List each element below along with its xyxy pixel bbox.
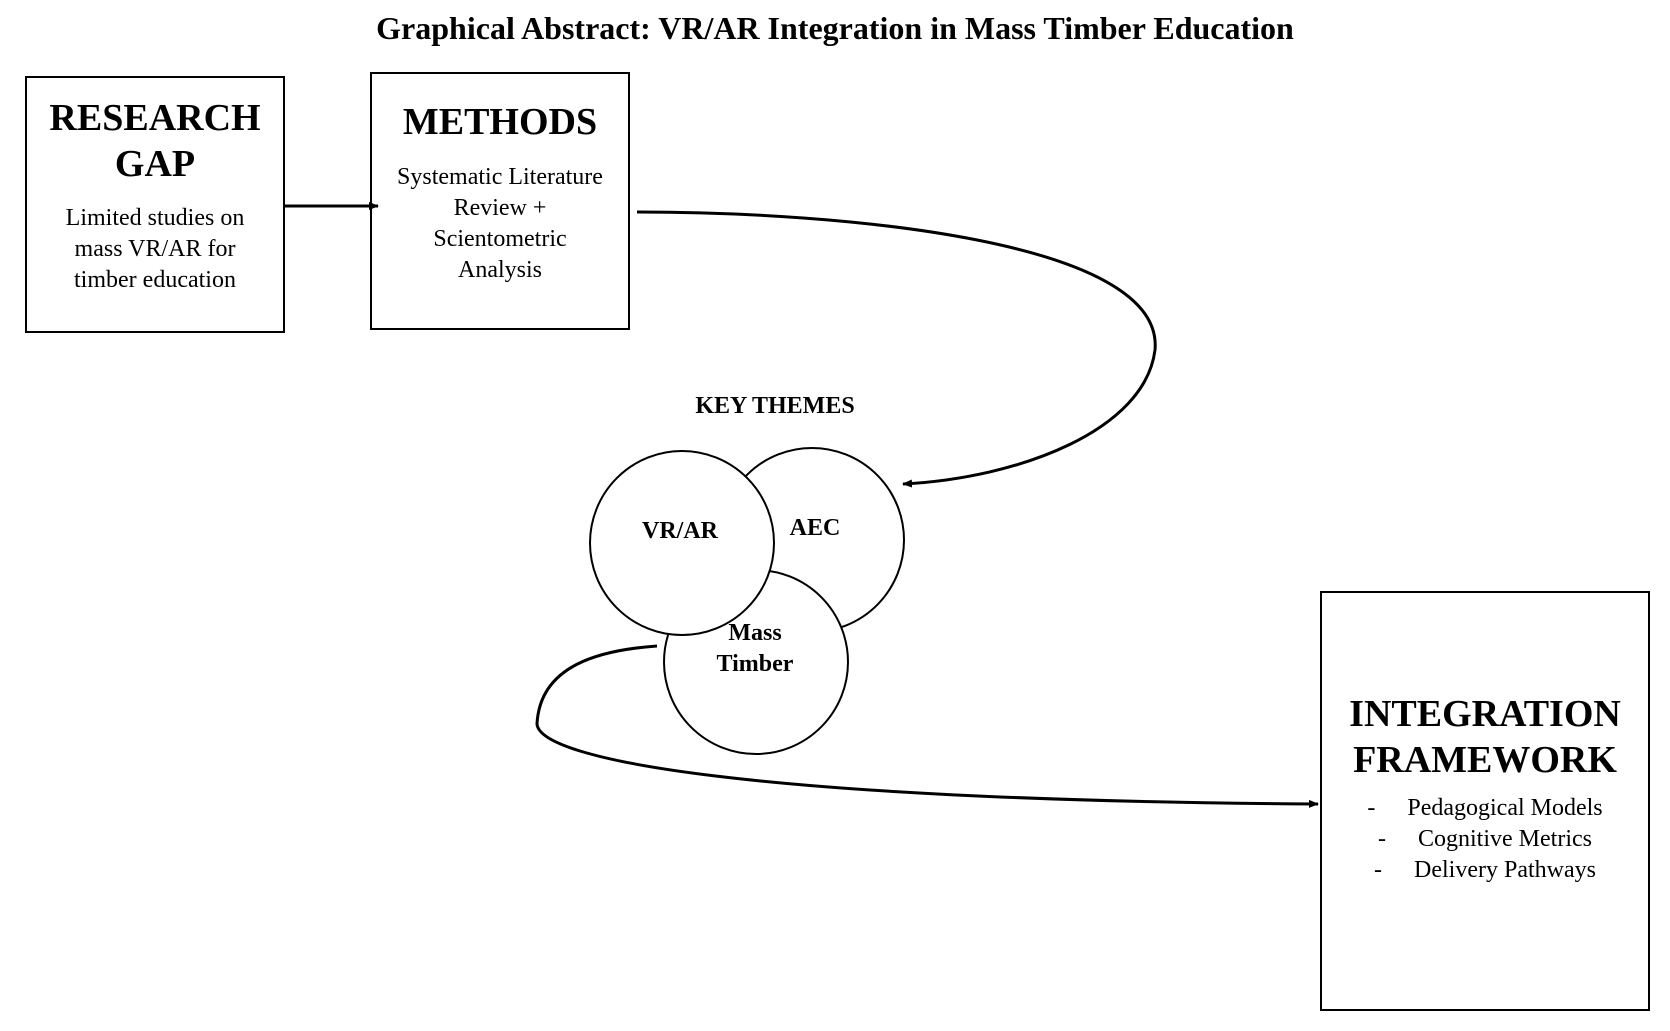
framework-heading: INTEGRATION FRAMEWORK <box>1322 691 1648 783</box>
bullet-dash: - <box>1378 826 1386 852</box>
framework-item-text: Delivery Pathways <box>1414 857 1596 883</box>
methods-body-line: Analysis <box>458 256 542 283</box>
research-gap-body-line: timber education <box>74 267 236 294</box>
key-themes-label: KEY THEMES <box>695 393 855 419</box>
methods-body-line: Systematic Literature <box>397 163 603 190</box>
framework-heading-line: FRAMEWORK <box>1353 739 1617 781</box>
framework-list: -Pedagogical Models -Cognitive Metrics -… <box>1322 793 1648 886</box>
research-gap-body-line: mass VR/AR for <box>74 236 236 263</box>
arrow-methods-to-themes <box>636 210 1157 488</box>
methods-heading: METHODS <box>402 101 598 143</box>
methods-box: METHODS Systematic Literature Review + S… <box>370 72 630 330</box>
methods-body: Systematic Literature Review + Scientome… <box>372 162 628 286</box>
framework-item-text: Cognitive Metrics <box>1418 826 1592 852</box>
research-gap-heading: RESEARCH GAP <box>27 96 283 187</box>
methods-body-line: Scientometric <box>433 225 567 252</box>
diagram-title: Graphical Abstract: VR/AR Integration in… <box>376 10 1294 46</box>
methods-body-line: Review + <box>453 194 547 221</box>
circle-label-vrar: VR/AR <box>642 518 718 544</box>
framework-list-item: - Pedagogical Models <box>1322 793 1648 824</box>
circle-label-mass-timber: Mass Timber <box>695 618 815 680</box>
framework-heading-line: INTEGRATION <box>1349 693 1621 735</box>
circle-label-line: Mass <box>728 620 782 646</box>
integration-framework-box: INTEGRATION FRAMEWORK -Pedagogical Model… <box>1320 591 1650 1011</box>
research-gap-heading-line: RESEARCH <box>49 97 261 139</box>
research-gap-heading-line: GAP <box>114 142 196 185</box>
bullet-dash: - <box>1374 857 1383 883</box>
framework-item-text: Pedagogical Models <box>1407 795 1603 821</box>
arrow-themes-to-framework <box>535 644 1319 808</box>
research-gap-body-line: Limited studies on <box>65 205 245 232</box>
framework-list-item: - Cognitive Metrics <box>1322 824 1648 855</box>
research-gap-body: Limited studies on mass VR/AR for timber… <box>27 203 283 296</box>
framework-list-item: - Delivery Pathways <box>1322 855 1648 886</box>
bullet-dash: - <box>1367 795 1376 821</box>
circle-label-aec: AEC <box>789 515 841 541</box>
research-gap-box: RESEARCH GAP Limited studies on mass VR/… <box>25 76 285 333</box>
circle-label-line: Timber <box>716 651 794 677</box>
theme-circle-vrar <box>589 450 775 636</box>
